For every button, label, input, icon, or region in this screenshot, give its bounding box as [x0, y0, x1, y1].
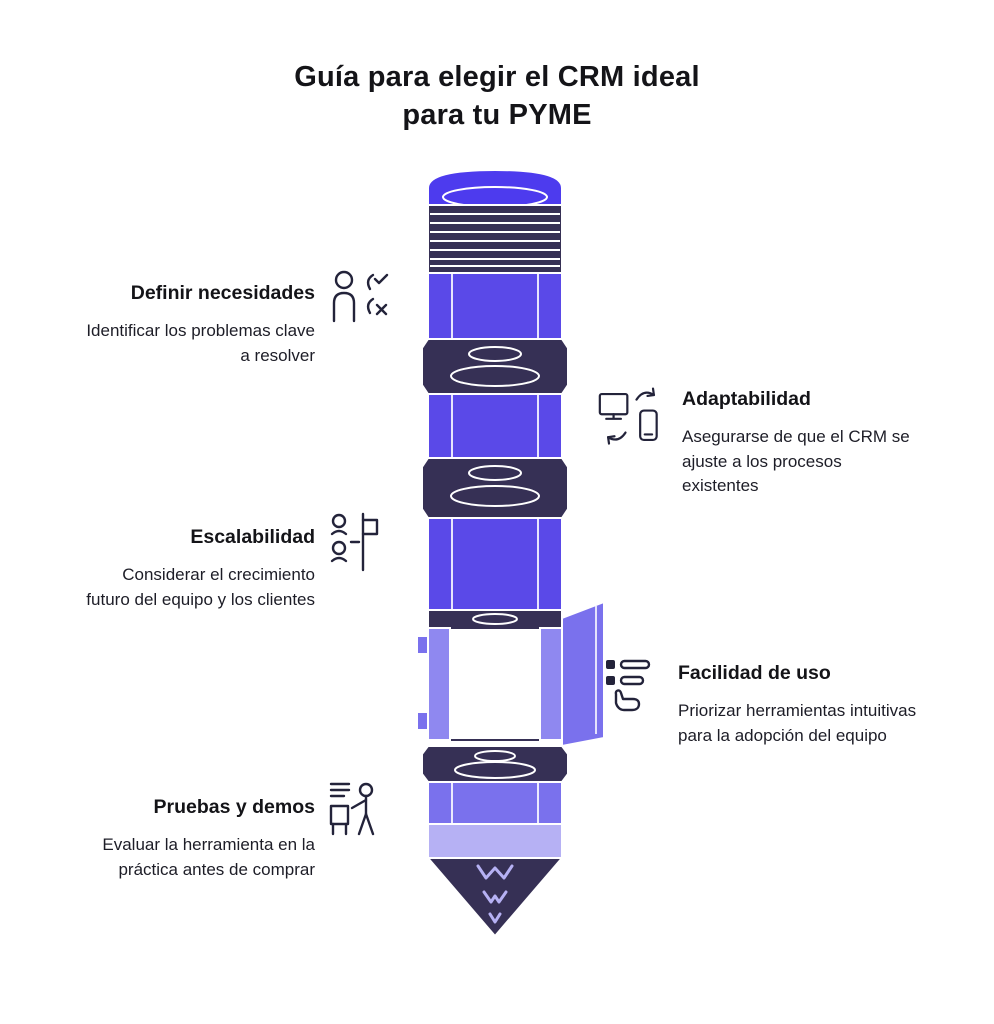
step-description: Identificar los problemas clave a resolv… — [86, 321, 315, 365]
step-title: Facilidad de uso — [678, 662, 831, 684]
step-title: Escalabilidad — [190, 526, 315, 548]
pencil-joint — [421, 338, 569, 395]
pencil-eraser — [427, 168, 563, 208]
page-title-line2: para tu PYME — [402, 99, 592, 131]
step-escalabilidad: Escalabilidad Considerar el crecimiento … — [78, 512, 385, 612]
step-description: Considerar el crecimiento futuro del equ… — [86, 565, 315, 609]
pencil-body-segment — [427, 781, 563, 825]
team-growth-icon — [329, 512, 385, 576]
pencil-body-segment — [427, 517, 563, 611]
page-title: Guía para elegir el CRM ideal para tu PY… — [0, 58, 994, 134]
step-facilidad-de-uso: Facilidad de uso Priorizar herramientas … — [604, 656, 946, 748]
step-definir-necesidades: Definir necesidades Identificar los prob… — [80, 268, 393, 368]
step-title: Pruebas y demos — [153, 796, 315, 818]
pencil-door-flap — [561, 600, 605, 748]
step-description: Priorizar herramientas intuitivas para l… — [678, 701, 917, 745]
page-title-line1: Guía para elegir el CRM ideal — [294, 61, 700, 93]
pencil-illustration — [416, 168, 605, 938]
pencil-open-section — [416, 600, 605, 748]
pencil-left-tab — [416, 635, 429, 655]
pencil-body-segment — [427, 393, 563, 459]
person-checklist-icon — [329, 268, 393, 330]
devices-sync-icon — [598, 384, 664, 450]
step-description: Evaluar la herramienta en la práctica an… — [102, 835, 315, 879]
pencil-joint — [421, 457, 569, 519]
pencil-tip — [425, 857, 565, 938]
checklist-hand-icon — [604, 656, 660, 718]
step-description: Asegurarse de que el CRM se ajuste a los… — [682, 427, 910, 495]
pencil-joint — [421, 745, 569, 783]
step-adaptabilidad: Adaptabilidad Asegurarse de que el CRM s… — [598, 384, 920, 499]
step-title: Definir necesidades — [130, 282, 315, 304]
pencil-left-tab — [416, 711, 429, 731]
pencil-body-segment — [427, 272, 563, 340]
step-title: Adaptabilidad — [682, 388, 811, 410]
pencil-ferrule — [427, 204, 563, 274]
pencil-wood-collar — [427, 823, 563, 859]
step-pruebas-y-demos: Pruebas y demos Evaluar la herramienta e… — [76, 778, 385, 882]
demo-presentation-icon — [329, 778, 385, 844]
